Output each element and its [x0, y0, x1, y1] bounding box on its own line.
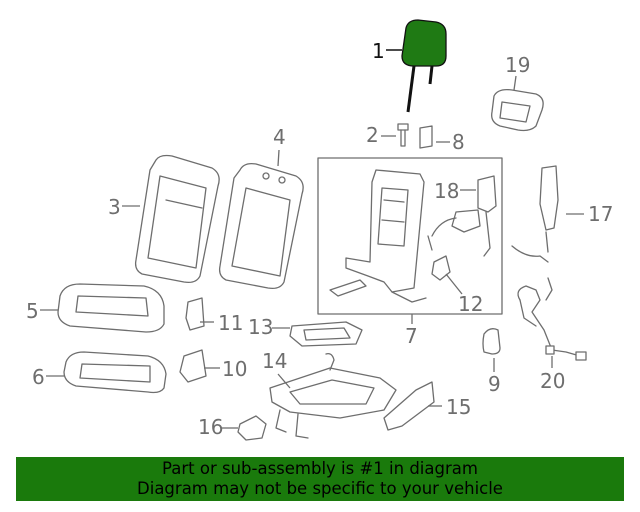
part-14-cushion-frame[interactable] [269, 352, 397, 439]
banner-line-2: Diagram may not be specific to your vehi… [137, 479, 503, 498]
part-12-release-handle[interactable] [431, 255, 451, 281]
callout-16[interactable]: 16 [198, 415, 223, 439]
part-10-side-cover[interactable] [179, 349, 207, 383]
part-9-cap[interactable] [482, 328, 501, 355]
part-5-cushion-cover[interactable] [57, 283, 165, 333]
callout-7[interactable]: 7 [405, 324, 418, 348]
callout-8[interactable]: 8 [452, 130, 465, 154]
part-2-guide[interactable] [397, 123, 409, 147]
leader-12 [445, 273, 463, 295]
callout-12[interactable]: 12 [458, 292, 483, 316]
part-16-foot-bracket[interactable] [237, 415, 267, 441]
callout-20[interactable]: 20 [540, 369, 565, 393]
leader-19 [513, 75, 517, 91]
callout-10[interactable]: 10 [222, 357, 247, 381]
part-11-clip[interactable] [185, 297, 205, 331]
part-13-cushion-panel[interactable] [289, 321, 363, 347]
callout-15[interactable]: 15 [446, 395, 471, 419]
part-15-side-trim[interactable] [383, 381, 435, 431]
part-8-cover[interactable] [419, 125, 433, 149]
callout-17[interactable]: 17 [588, 202, 613, 226]
part-17-bracket[interactable] [511, 165, 559, 263]
callout-3[interactable]: 3 [108, 195, 121, 219]
part-20-harness[interactable] [517, 277, 587, 361]
callout-14[interactable]: 14 [262, 349, 287, 373]
part-18-recliner[interactable] [427, 175, 497, 257]
leader-14 [277, 373, 291, 389]
callout-18[interactable]: 18 [434, 179, 459, 203]
callout-2[interactable]: 2 [366, 123, 379, 147]
callout-4[interactable]: 4 [273, 125, 286, 149]
parts-diagram: 1 2 8 19 3 4 7 [26, 19, 613, 441]
callout-5[interactable]: 5 [26, 299, 39, 323]
callout-19[interactable]: 19 [505, 53, 530, 77]
callout-11[interactable]: 11 [218, 311, 243, 335]
part-7-seat-back-frame[interactable] [329, 169, 427, 303]
part-1-headrest[interactable] [401, 19, 447, 113]
callout-9[interactable]: 9 [488, 372, 501, 396]
banner-line-1: Part or sub-assembly is #1 in diagram [162, 459, 478, 478]
part-19-escutcheon[interactable] [491, 88, 544, 132]
part-3-back-cover[interactable] [134, 154, 220, 284]
callout-1[interactable]: 1 [372, 39, 385, 63]
leader-4 [277, 149, 280, 167]
part-6-cushion-pad[interactable] [63, 351, 167, 394]
callout-6[interactable]: 6 [32, 365, 45, 389]
callout-13[interactable]: 13 [248, 315, 273, 339]
info-banner: Part or sub-assembly is #1 in diagram Di… [16, 457, 624, 501]
part-4-back-pad[interactable] [218, 162, 304, 290]
part-7-frame-box [317, 157, 503, 315]
